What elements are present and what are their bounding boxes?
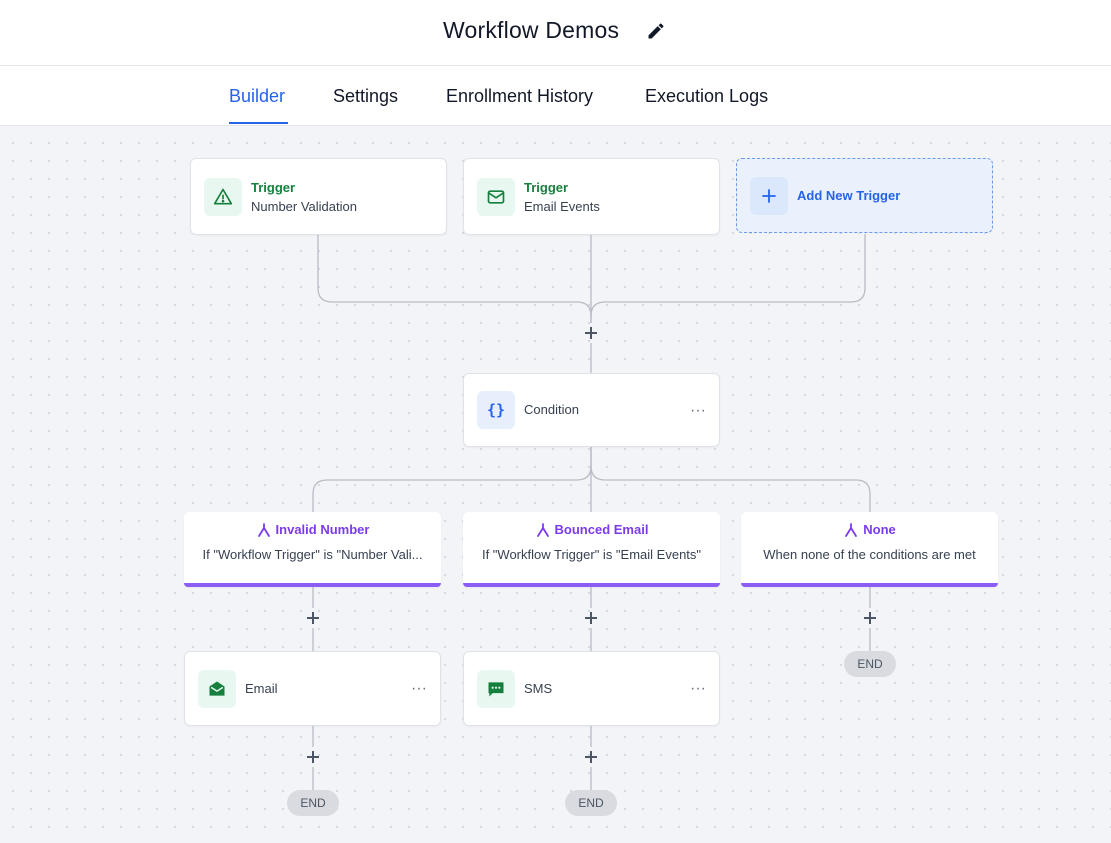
end-node: END — [287, 790, 339, 816]
workflow-title: Workflow Demos — [443, 17, 620, 43]
trigger-title: Trigger — [251, 180, 296, 195]
add-new-trigger-button[interactable]: Add New Trigger — [736, 158, 993, 233]
add-step-plus-button[interactable] — [305, 610, 321, 626]
branch-description: If "Workflow Trigger" is "Email Events" — [481, 547, 702, 562]
more-options-icon[interactable]: ··· — [690, 680, 706, 697]
trigger-card-email-events[interactable]: Trigger Email Events — [463, 158, 720, 235]
branch-split-icon — [845, 523, 858, 537]
active-tab-indicator — [229, 122, 288, 124]
branch-title: None — [863, 522, 896, 537]
end-node: END — [844, 651, 896, 677]
plus-icon — [750, 177, 788, 215]
header-bar: Workflow Demos — [0, 0, 1111, 66]
tab-builder[interactable]: Builder — [229, 86, 286, 106]
email-open-icon — [198, 670, 236, 708]
more-options-icon[interactable]: ··· — [411, 680, 427, 697]
add-step-plus-button[interactable] — [583, 749, 599, 765]
tab-enrollment-history[interactable]: Enrollment History — [446, 86, 594, 106]
trigger-subtitle: Number Validation — [251, 199, 357, 214]
add-step-plus-button[interactable] — [862, 610, 878, 626]
warning-triangle-icon — [204, 178, 242, 216]
add-trigger-label: Add New Trigger — [797, 188, 901, 203]
add-step-plus-button[interactable] — [583, 610, 599, 626]
tab-settings[interactable]: Settings — [333, 86, 399, 106]
more-options-icon[interactable]: ··· — [690, 402, 706, 419]
condition-card[interactable]: {} Condition ··· — [463, 373, 720, 447]
branch-description: When none of the conditions are met — [763, 547, 976, 562]
action-label: Email — [245, 681, 278, 696]
end-node: END — [565, 790, 617, 816]
pencil-icon[interactable] — [646, 21, 666, 41]
branch-invalid-number[interactable]: Invalid Number If "Workflow Trigger" is … — [184, 512, 441, 587]
tab-bar: Builder Settings Enrollment History Exec… — [0, 66, 1111, 126]
branch-bounced-email[interactable]: Bounced Email If "Workflow Trigger" is "… — [463, 512, 720, 587]
braces-icon: {} — [477, 391, 515, 429]
branch-title: Bounced Email — [554, 522, 649, 537]
branch-split-icon — [257, 523, 270, 537]
trigger-card-number-validation[interactable]: Trigger Number Validation — [190, 158, 447, 235]
branch-none[interactable]: None When none of the conditions are met — [741, 512, 998, 587]
action-card-email[interactable]: Email ··· — [184, 651, 441, 726]
branch-split-icon — [536, 523, 549, 537]
trigger-title: Trigger — [524, 180, 569, 195]
condition-label: Condition — [524, 402, 579, 417]
trigger-subtitle: Email Events — [524, 199, 600, 214]
branch-description: If "Workflow Trigger" is "Number Vali... — [202, 547, 423, 562]
add-step-plus-button[interactable] — [583, 325, 599, 341]
branch-title: Invalid Number — [275, 522, 370, 537]
chat-message-icon — [477, 670, 515, 708]
add-step-plus-button[interactable] — [305, 749, 321, 765]
envelope-icon — [477, 178, 515, 216]
action-card-sms[interactable]: SMS ··· — [463, 651, 720, 726]
tab-execution-logs[interactable]: Execution Logs — [645, 86, 769, 106]
action-label: SMS — [524, 681, 553, 696]
svg-text:{}: {} — [487, 401, 505, 419]
